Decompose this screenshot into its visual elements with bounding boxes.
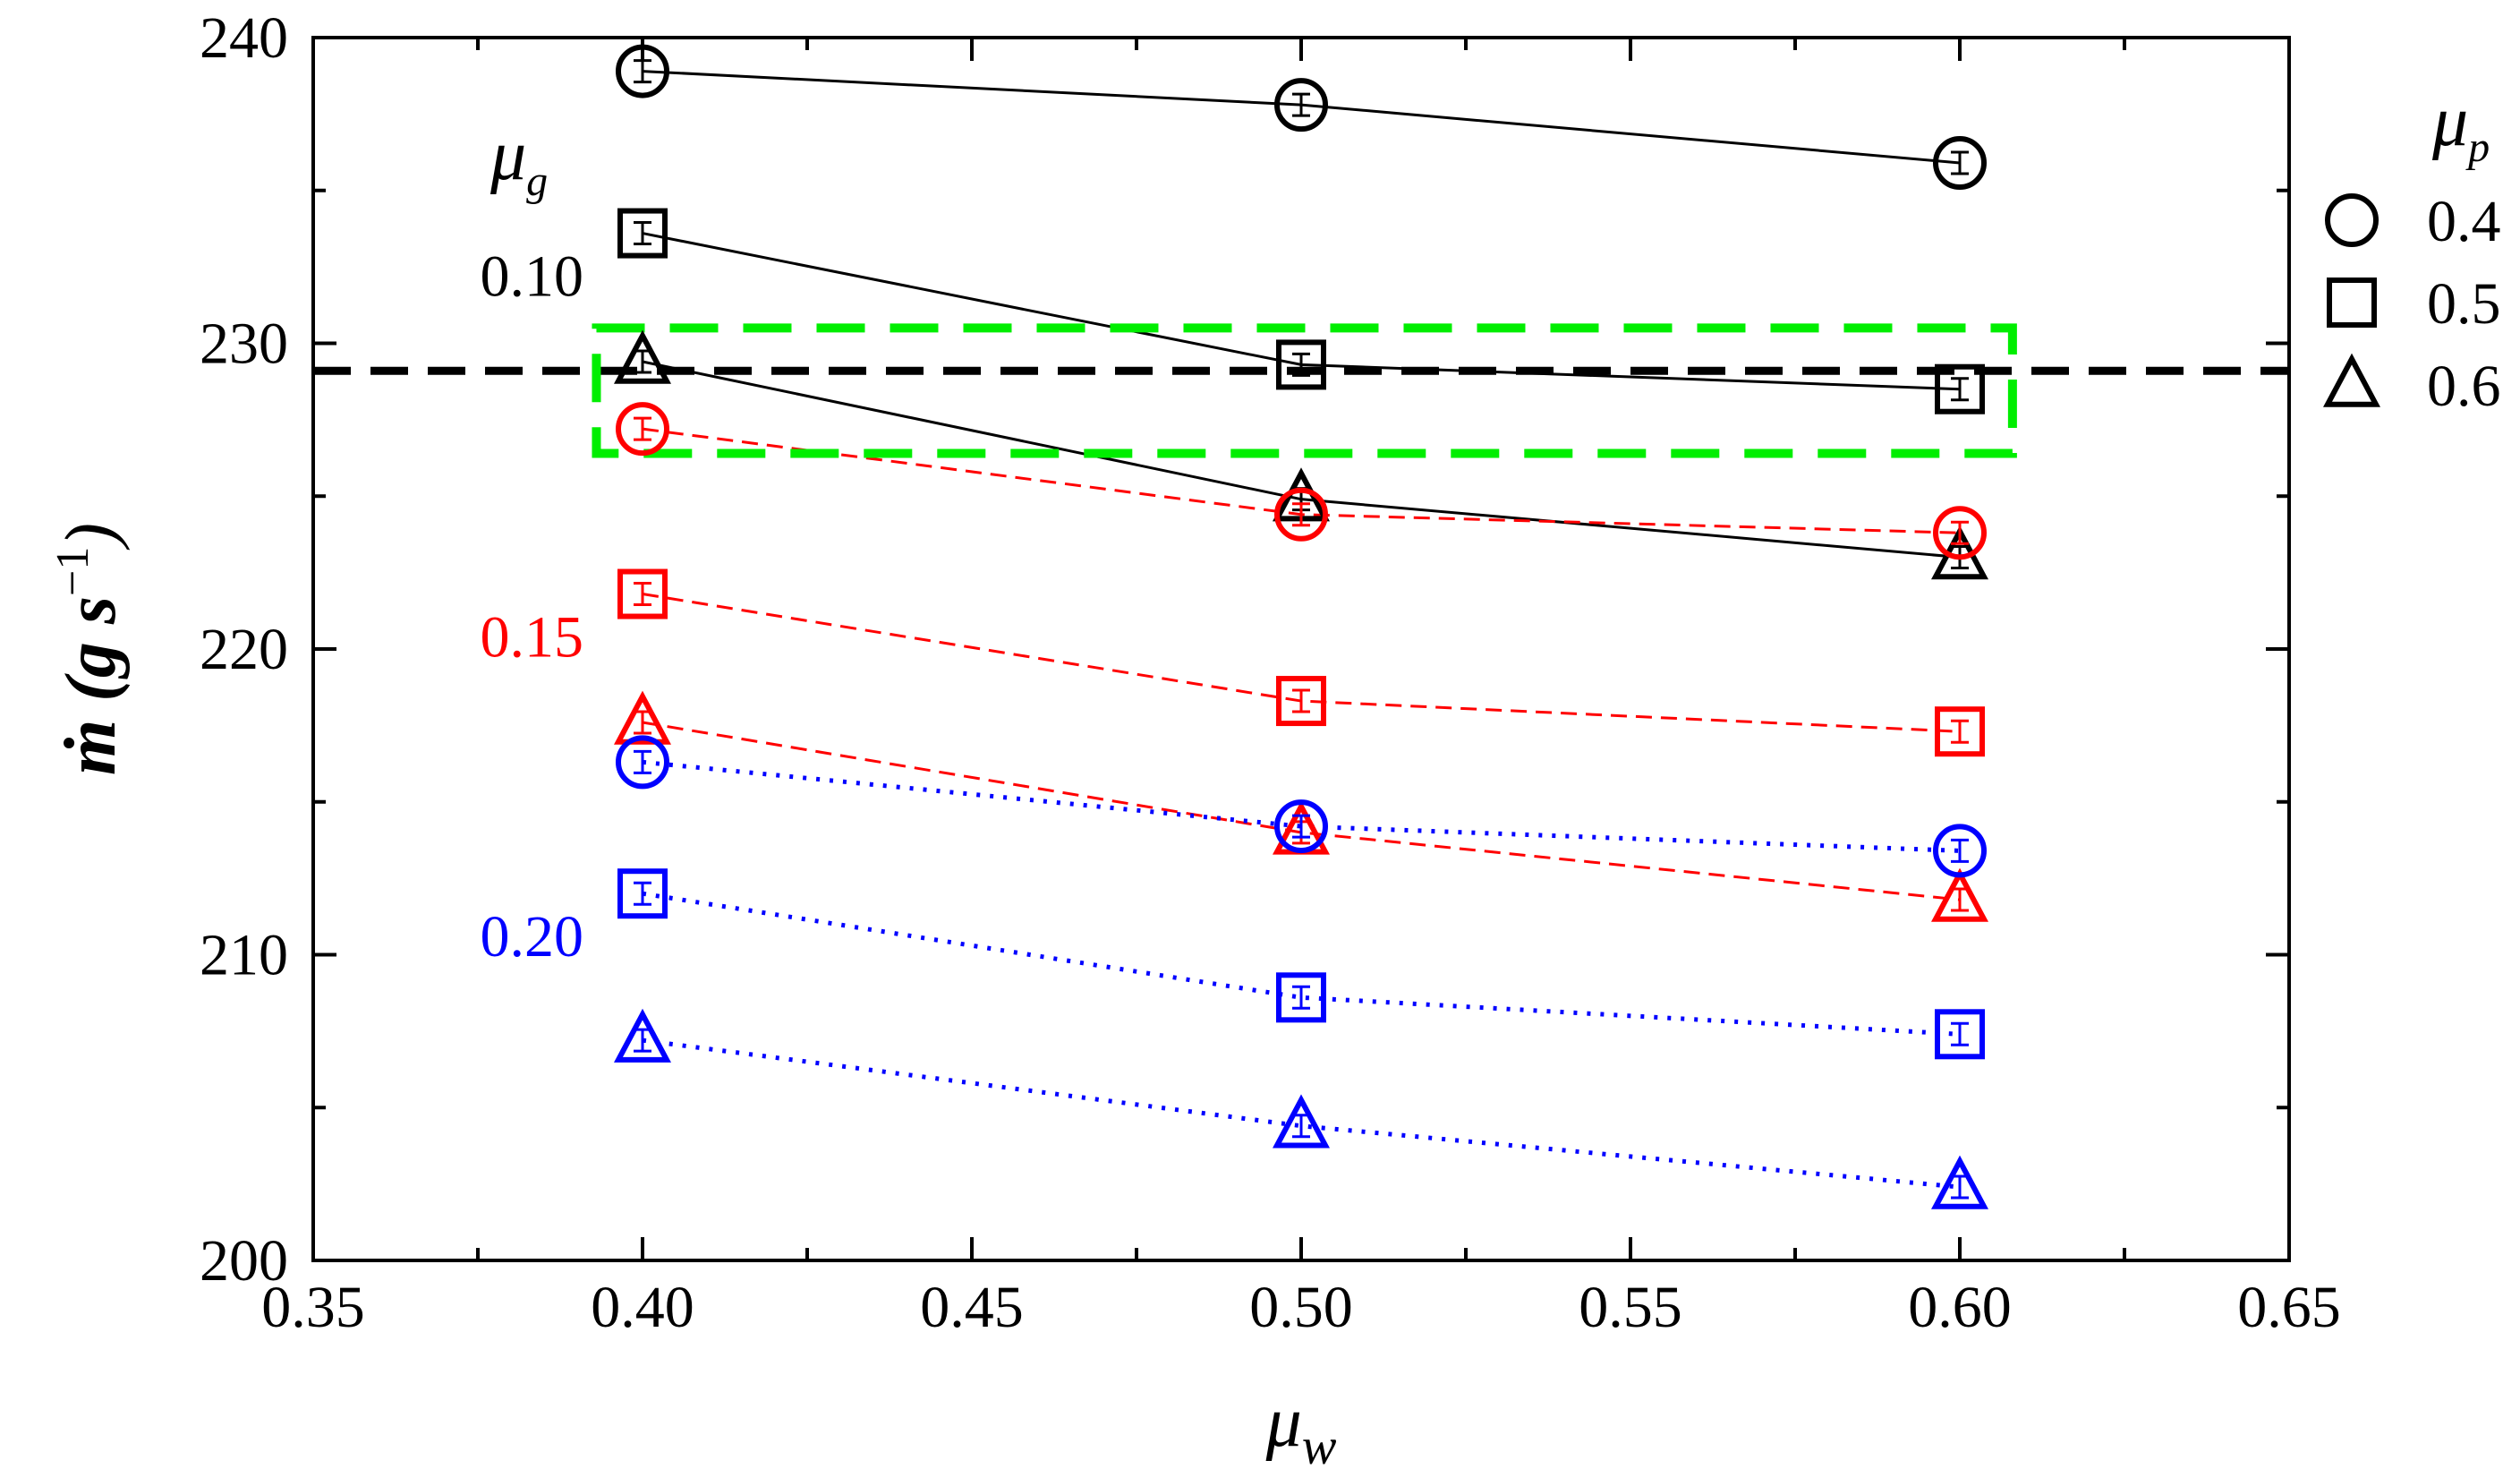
y-tick-label: 220: [200, 617, 288, 682]
data-point: [1933, 824, 1987, 878]
data-point: [616, 44, 669, 98]
data-marker-circle: [1274, 799, 1328, 854]
data-point: [1276, 676, 1326, 727]
x-tick-label: 0.40: [591, 1275, 694, 1340]
data-point: [1931, 867, 1988, 922]
data-point: [1274, 799, 1328, 854]
legend-title: μp: [2431, 82, 2490, 171]
x-tick-label: 0.65: [2237, 1275, 2341, 1340]
data-point: [1933, 136, 1987, 191]
data-marker-circle: [1933, 506, 1987, 560]
data-point: [1276, 339, 1326, 390]
x-tick-label: 0.50: [1249, 1275, 1353, 1340]
data-point: [1276, 972, 1326, 1023]
legend-marker-circle: [2325, 193, 2379, 247]
data-marker-circle: [1274, 487, 1328, 542]
data-point: [614, 690, 671, 745]
y-tick-label: 200: [200, 1228, 288, 1294]
data-point: [614, 329, 671, 384]
group-label: 0.15: [481, 605, 584, 670]
data-marker-triangle: [614, 1008, 671, 1063]
x-tick-label: 0.55: [1579, 1275, 1682, 1340]
y-tick-label: 240: [200, 5, 288, 71]
data-marker-circle: [1933, 136, 1987, 191]
axis-ticks: [311, 36, 2291, 1262]
legend-marker-triangle: [2323, 353, 2380, 407]
data-point: [1274, 487, 1328, 542]
data-marker-square: [617, 568, 668, 619]
data-marker-square: [617, 868, 668, 919]
data-marker-circle: [616, 402, 669, 457]
highlight-box: [592, 323, 2017, 458]
data-point: [1935, 706, 1985, 757]
data-marker-square: [1276, 676, 1326, 727]
data-point: [616, 735, 669, 790]
data-marker-square: [1935, 706, 1985, 757]
data-point: [617, 568, 668, 619]
data-marker-square: [1276, 339, 1326, 390]
x-tick-label: 0.35: [261, 1275, 365, 1340]
group-title: μg: [490, 116, 548, 205]
legend-label: 0.5: [2427, 271, 2501, 337]
y-tick-label: 230: [200, 312, 288, 377]
data-point: [1274, 78, 1328, 132]
x-tick-label: 0.45: [920, 1275, 1024, 1340]
chart-text: μw ṁ (g s−1) μg μp 0.35 0.40 0.45 0.50 0.55 0…: [47, 5, 2501, 1469]
y-axis-title: ṁ (g s−1): [47, 523, 131, 775]
data-marker-triangle: [1931, 1155, 1988, 1209]
data-point: [1273, 1094, 1330, 1149]
data-point: [1931, 1155, 1988, 1209]
data-point: [1935, 363, 1985, 414]
data-point: [617, 208, 668, 259]
x-axis-title: μw: [1265, 1383, 1337, 1469]
data-marker-triangle: [1273, 1094, 1330, 1149]
data-marker-square: [617, 208, 668, 259]
legend-marker-square: [2327, 278, 2377, 328]
data-point: [1933, 506, 1987, 560]
legend-label: 0.4: [2427, 189, 2501, 254]
legend-label: 0.6: [2427, 354, 2501, 419]
group-label: 0.10: [481, 244, 584, 310]
data-marker-square: [1935, 1009, 1985, 1060]
data-marker-circle: [1274, 78, 1328, 132]
data-marker-circle: [1933, 824, 1987, 878]
data-marker-circle: [616, 44, 669, 98]
data-point: [617, 868, 668, 919]
data-marker-triangle: [1931, 867, 1988, 922]
data-point: [614, 1008, 671, 1063]
data-marker-triangle: [614, 329, 671, 384]
data-marker-triangle: [614, 690, 671, 745]
x-tick-label: 0.60: [1908, 1275, 2012, 1340]
series-line-mug-0.15-mup-0.6: [642, 721, 1961, 901]
data-marker-square: [1276, 972, 1326, 1023]
data-point: [1935, 1009, 1985, 1060]
data-markers: [614, 44, 2380, 1209]
series-line-mug-0.20-mup-0.4: [642, 759, 1961, 853]
group-label: 0.20: [481, 904, 584, 969]
data-marker-square: [1935, 363, 1985, 414]
y-tick-label: 210: [200, 923, 288, 988]
data-marker-circle: [616, 735, 669, 790]
data-point: [616, 402, 669, 457]
